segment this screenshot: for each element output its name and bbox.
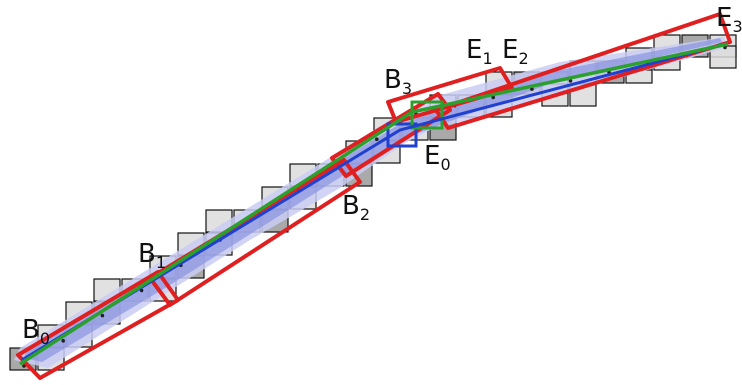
sample-dot <box>100 313 105 318</box>
sample-dot <box>375 137 379 141</box>
label-e2: E2 <box>502 35 529 68</box>
label-e1: E1 <box>466 35 493 68</box>
blue-band <box>14 37 725 368</box>
red-box-b3-e1 <box>386 66 514 124</box>
blue-square-marker <box>386 122 418 148</box>
red-box-e2-e3 <box>434 12 732 130</box>
band-lower <box>14 37 725 368</box>
band-inner <box>24 38 722 362</box>
green-fit-line <box>19 42 729 366</box>
red-boxes <box>16 12 732 380</box>
label-b0: B0 <box>22 315 50 348</box>
sample-dot <box>530 87 534 91</box>
green-square-marker <box>410 100 444 130</box>
red-box-b2-b3 <box>330 92 452 178</box>
label-e3: E3 <box>716 3 742 36</box>
label-b3: B3 <box>384 65 412 98</box>
label-b2: B2 <box>342 191 370 224</box>
sample-dot <box>61 339 65 343</box>
label-e0: E0 <box>424 141 451 174</box>
label-b1: B1 <box>138 239 166 272</box>
sample-dots <box>22 45 727 368</box>
sample-dot <box>568 79 573 83</box>
